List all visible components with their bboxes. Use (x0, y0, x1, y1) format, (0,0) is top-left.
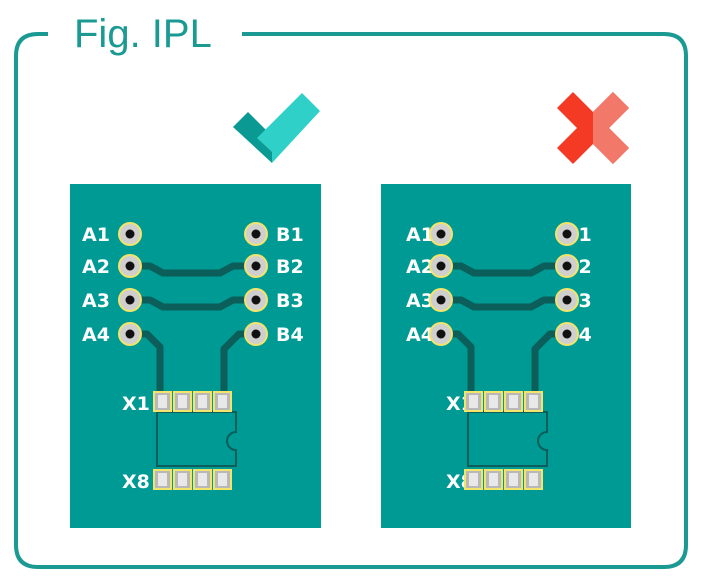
label-a4: A4 (406, 324, 434, 346)
chip-pad-top-shine (529, 395, 538, 408)
trace-a3-b3 (437, 296, 571, 311)
chip-pad-top-shine (218, 395, 227, 408)
pad-a2-hole (436, 261, 446, 271)
label-a1: A1 (82, 224, 110, 246)
pad-a1-hole (125, 229, 135, 239)
label-b1: B1 (276, 224, 304, 246)
check-icon (233, 93, 320, 163)
chip-pad-bottom-shine (178, 473, 187, 486)
chip-outline (467, 411, 548, 467)
chip-pad-top-shine (469, 395, 478, 408)
chip-outline (156, 411, 237, 467)
label-a2: A2 (82, 256, 110, 278)
pad-b4-hole (251, 329, 261, 339)
label-x8: X8 (122, 471, 150, 493)
pad-b4-hole (562, 329, 572, 339)
label-a2: A2 (406, 256, 434, 278)
chip-pad-bottom-shine (218, 473, 227, 486)
chip-pad-bottom-shine (469, 473, 478, 486)
pad-a4-hole (436, 329, 446, 339)
chip-pad-bottom-shine (198, 473, 207, 486)
label-a3: A3 (82, 290, 110, 312)
chip-pad-top-shine (198, 395, 207, 408)
chip-pad-bottom-shine (529, 473, 538, 486)
figure-title: Fig. IPL (68, 6, 218, 62)
pad-b3-hole (251, 295, 261, 305)
cross-icon (557, 92, 629, 164)
trace-a2-b2 (437, 262, 571, 277)
trace-a2-b2 (126, 262, 260, 277)
chip-pad-bottom-shine (489, 473, 498, 486)
chip-pad-top-shine (158, 395, 167, 408)
frame-border (14, 32, 688, 569)
label-b4: B4 (276, 324, 304, 346)
label-a4: A4 (82, 324, 110, 346)
pad-a3-hole (436, 295, 446, 305)
chip-pad-bottom-shine (509, 473, 518, 486)
label-b3: B3 (276, 290, 304, 312)
pad-b2-hole (562, 261, 572, 271)
label-a3: A3 (406, 290, 434, 312)
label-x1: X1 (122, 393, 150, 415)
chip-pad-top-shine (509, 395, 518, 408)
pad-a1-hole (436, 229, 446, 239)
label-a1: A1 (406, 224, 434, 246)
pad-a4-hole (125, 329, 135, 339)
pad-b3-hole (562, 295, 572, 305)
trace-a3-b3 (126, 296, 260, 311)
pad-a3-hole (125, 295, 135, 305)
pad-b1-hole (251, 229, 261, 239)
pad-b2-hole (251, 261, 261, 271)
label-b2: B2 (276, 256, 304, 278)
pad-a2-hole (125, 261, 135, 271)
pcb-board-incorrect: X8X1B4B3B2B1A4A3A2A1 (381, 184, 631, 528)
chip-pad-bottom-shine (158, 473, 167, 486)
chip-pad-top-shine (489, 395, 498, 408)
pad-b1-hole (562, 229, 572, 239)
chip-pad-top-shine (178, 395, 187, 408)
